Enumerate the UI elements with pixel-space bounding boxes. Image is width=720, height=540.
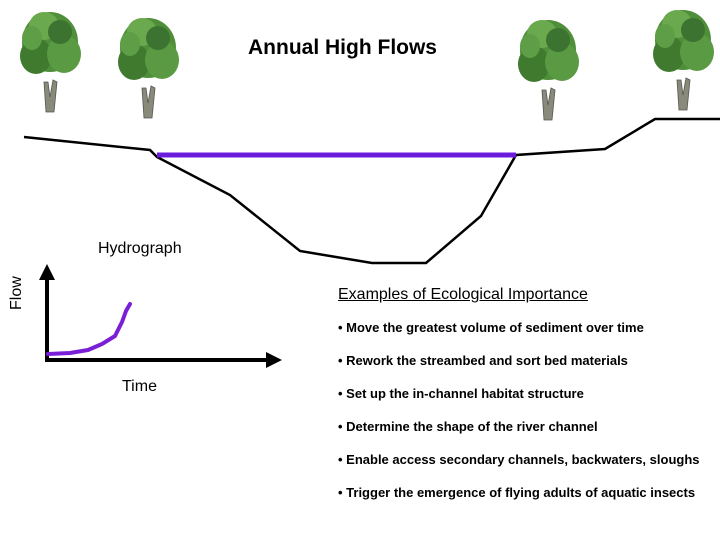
tree-icon xyxy=(19,11,82,113)
ecological-list: • Move the greatest volume of sediment o… xyxy=(338,320,710,518)
ecological-heading: Examples of Ecological Importance xyxy=(338,286,588,303)
list-item: • Trigger the emergence of flying adults… xyxy=(338,485,696,500)
tree-icon xyxy=(652,9,715,111)
y-axis-label: Flow xyxy=(8,276,25,310)
list-item: • Rework the streambed and sort bed mate… xyxy=(338,353,628,368)
list-item: • Determine the shape of the river chann… xyxy=(338,419,598,434)
page-title: Annual High Flows xyxy=(248,36,437,59)
x-axis-label: Time xyxy=(122,378,157,395)
channel-profile xyxy=(23,117,720,265)
list-item: • Set up the in-channel habitat structur… xyxy=(338,386,584,401)
hydrograph-title: Hydrograph xyxy=(98,240,182,257)
list-item: • Enable access secondary channels, back… xyxy=(338,452,700,467)
tree-icon xyxy=(517,19,580,121)
tree-icon xyxy=(117,17,180,119)
list-item: • Move the greatest volume of sediment o… xyxy=(338,320,644,335)
hydrograph-curve xyxy=(46,302,132,356)
hydrograph-axes xyxy=(39,264,282,368)
